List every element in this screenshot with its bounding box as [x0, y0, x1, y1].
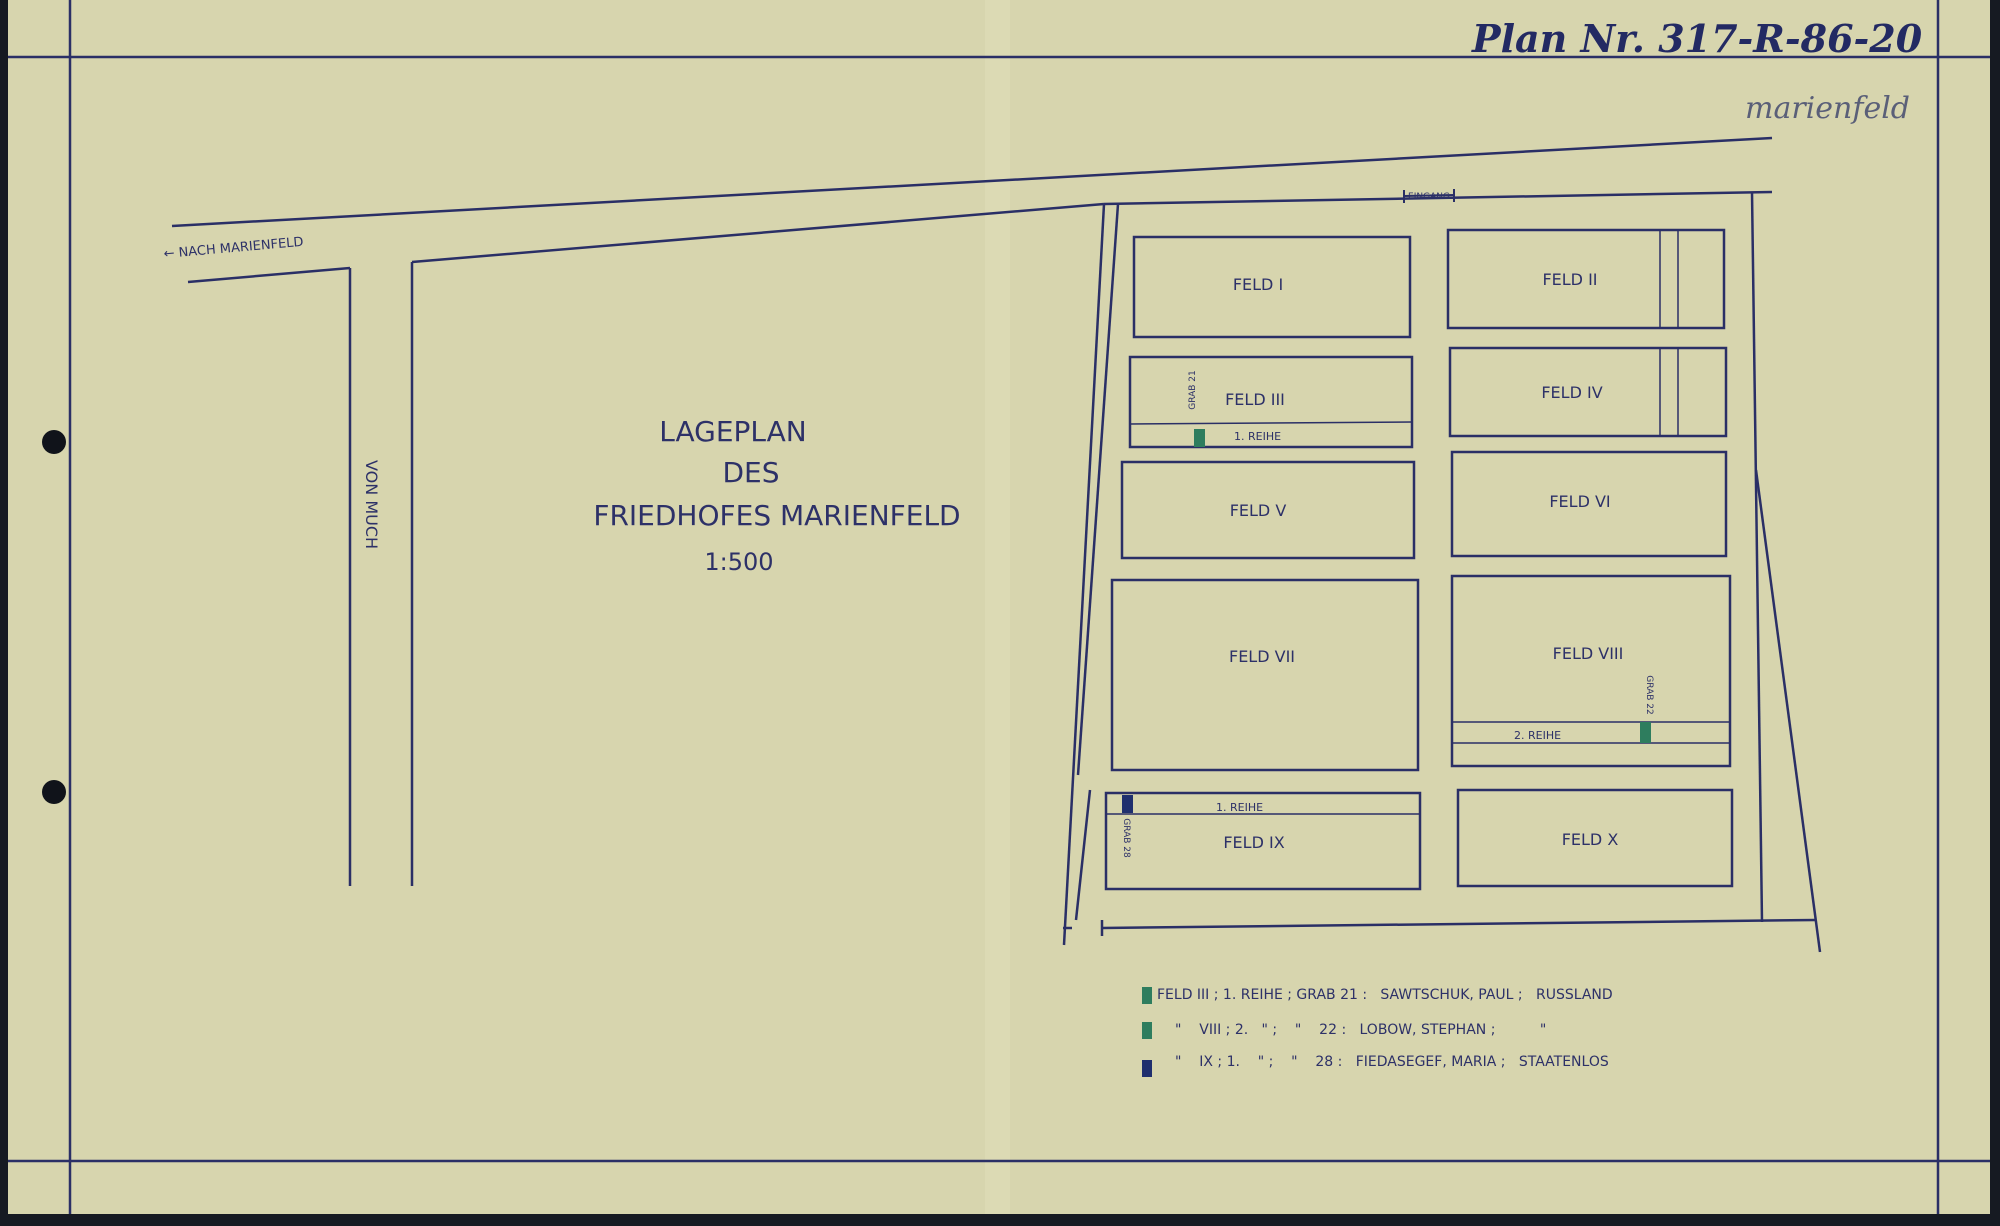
field-label-III: FELD III: [1225, 390, 1285, 409]
punch-hole-bottom: [42, 780, 66, 804]
title-des: DES: [722, 456, 779, 489]
field-label-IV: FELD IV: [1541, 383, 1602, 402]
title-lageplan: LAGEPLAN: [659, 415, 807, 448]
sheet-frame: [8, 0, 1990, 1214]
field-label-X: FELD X: [1562, 830, 1619, 849]
grave-label-VIII: GRAB 22: [1644, 675, 1654, 715]
field-label-I: FELD I: [1233, 275, 1283, 294]
row-label-IX: 1. REIHE: [1216, 801, 1263, 814]
legend: FELD III ; 1. REIHE ; GRAB 21 : SAWTSCHU…: [1142, 987, 1613, 1077]
field-label-VII: FELD VII: [1229, 647, 1295, 666]
paper-fold: [985, 0, 1010, 1214]
road-von-much: VON MUCH: [362, 460, 381, 549]
entrance-marker: EINGANG: [1403, 189, 1455, 203]
legend-swatch: [1142, 987, 1152, 1004]
grave-mark-VIII: [1640, 722, 1651, 743]
field-label-VI: FELD VI: [1549, 492, 1610, 511]
row-label-III: 1. REIHE: [1234, 430, 1281, 443]
legend-swatch: [1142, 1022, 1152, 1039]
field-label-IX: FELD IX: [1223, 833, 1284, 852]
grave-label-III: GRAB 21: [1188, 370, 1198, 410]
grave-label-IX: GRAB 28: [1121, 818, 1131, 858]
grave-marks: 1. REIHE GRAB 21 2. REIHE GRAB 22 1. REI…: [1121, 370, 1654, 858]
entrance-label: EINGANG: [1408, 192, 1450, 202]
legend-row: " IX ; 1. " ; " 28 : FIEDASEGEF, MARIA ;…: [1142, 1054, 1609, 1077]
field-label-VIII: FELD VIII: [1553, 644, 1624, 663]
legend-text: FELD III ; 1. REIHE ; GRAB 21 : SAWTSCHU…: [1157, 987, 1613, 1003]
grave-mark-IX: [1122, 795, 1133, 813]
plan-number: Plan Nr. 317-R-86-20: [1471, 16, 1923, 61]
place-note: marienfeld: [1745, 91, 1910, 126]
grave-mark-III: [1194, 429, 1205, 447]
field-labels: FELD I FELD II FELD III FELD IV FELD V F…: [1223, 270, 1623, 852]
legend-swatch: [1142, 1060, 1152, 1077]
row-label-VIII: 2. REIHE: [1514, 729, 1561, 742]
punch-hole-top: [42, 430, 66, 454]
title-friedhofes: FRIEDHOFES MARIENFELD: [593, 499, 960, 532]
road-lines: [171, 136, 1773, 886]
title-scale: 1:500: [704, 548, 773, 576]
legend-row: FELD III ; 1. REIHE ; GRAB 21 : SAWTSCHU…: [1142, 987, 1613, 1004]
legend-text: " IX ; 1. " ; " 28 : FIEDASEGEF, MARIA ;…: [1175, 1054, 1609, 1070]
legend-text: " VIII ; 2. " ; " 22 : LOBOW, STEPHAN ; …: [1175, 1022, 1546, 1038]
legend-row: " VIII ; 2. " ; " 22 : LOBOW, STEPHAN ; …: [1142, 1022, 1546, 1039]
row-bands: [1106, 421, 1730, 815]
field-plots: [1104, 228, 1734, 891]
field-label-II: FELD II: [1542, 270, 1597, 289]
dimension-marks: [1659, 230, 1679, 436]
field-label-V: FELD V: [1230, 501, 1287, 520]
cemetery-boundary: [1062, 190, 1822, 953]
